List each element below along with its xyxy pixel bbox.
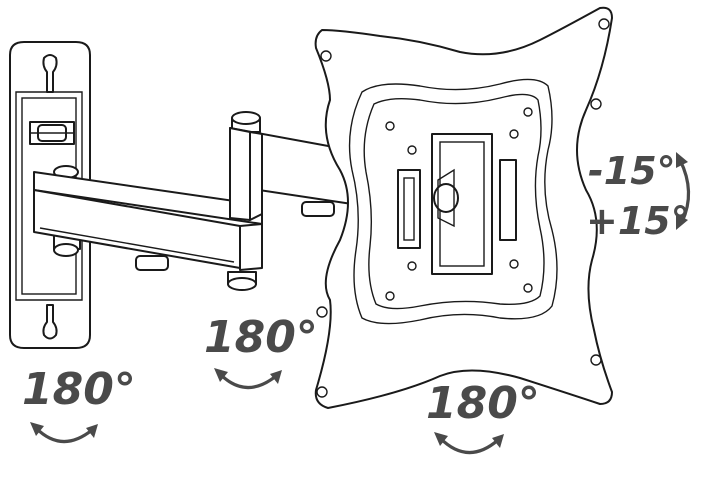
wall-pivot — [53, 165, 81, 257]
wall-rotation-label: 180° — [22, 364, 136, 415]
elbow-pivot — [135, 111, 335, 291]
tilt-down-label: +15° — [586, 199, 690, 243]
keyhole-slot-bottom — [42, 304, 58, 340]
tilt-arrow — [676, 152, 691, 230]
rotation-arrow-plate — [434, 432, 504, 455]
rotation-arrow-arm — [214, 368, 282, 390]
arm-rotation-label: 180° — [204, 312, 318, 363]
first-arm — [33, 171, 263, 271]
second-arm — [229, 127, 353, 221]
tilt-up-label: -15° — [588, 149, 676, 193]
plate-rotation-label: 180° — [426, 378, 540, 429]
keyhole-slot-top — [42, 54, 58, 93]
vesa-plate — [314, 6, 613, 409]
rotation-arrow-wall — [30, 422, 98, 444]
